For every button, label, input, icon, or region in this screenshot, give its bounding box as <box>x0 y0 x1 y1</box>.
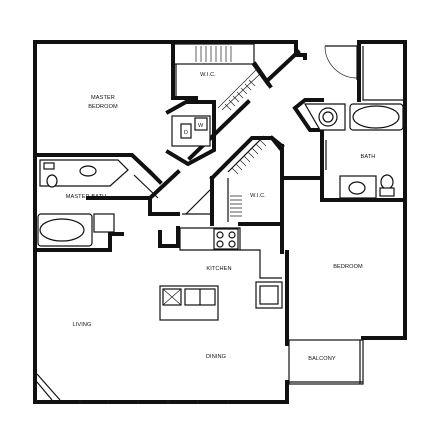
wic-mid-label: W.I.C. <box>250 193 266 199</box>
master-bath-label: MASTER BATH <box>66 194 106 200</box>
balcony-label: BALCONY <box>308 356 336 362</box>
room-labels: MASTER BEDROOM W.I.C. MASTER BATH W.I.C.… <box>66 72 376 362</box>
svg-text:D: D <box>184 130 188 136</box>
living-label: LIVING <box>73 322 92 328</box>
bath-label: BATH <box>361 154 376 160</box>
bedroom-label: BEDROOM <box>333 264 363 270</box>
svg-text:W: W <box>198 123 204 129</box>
wic-top-label: W.I.C. <box>200 72 216 78</box>
master-bedroom-label-line2: BEDROOM <box>88 104 118 110</box>
kitchen-label: KITCHEN <box>206 266 231 272</box>
dining-label: DINING <box>206 354 226 360</box>
fixtures: D W <box>36 43 404 404</box>
master-bedroom-label-line1: MASTER <box>91 95 115 101</box>
